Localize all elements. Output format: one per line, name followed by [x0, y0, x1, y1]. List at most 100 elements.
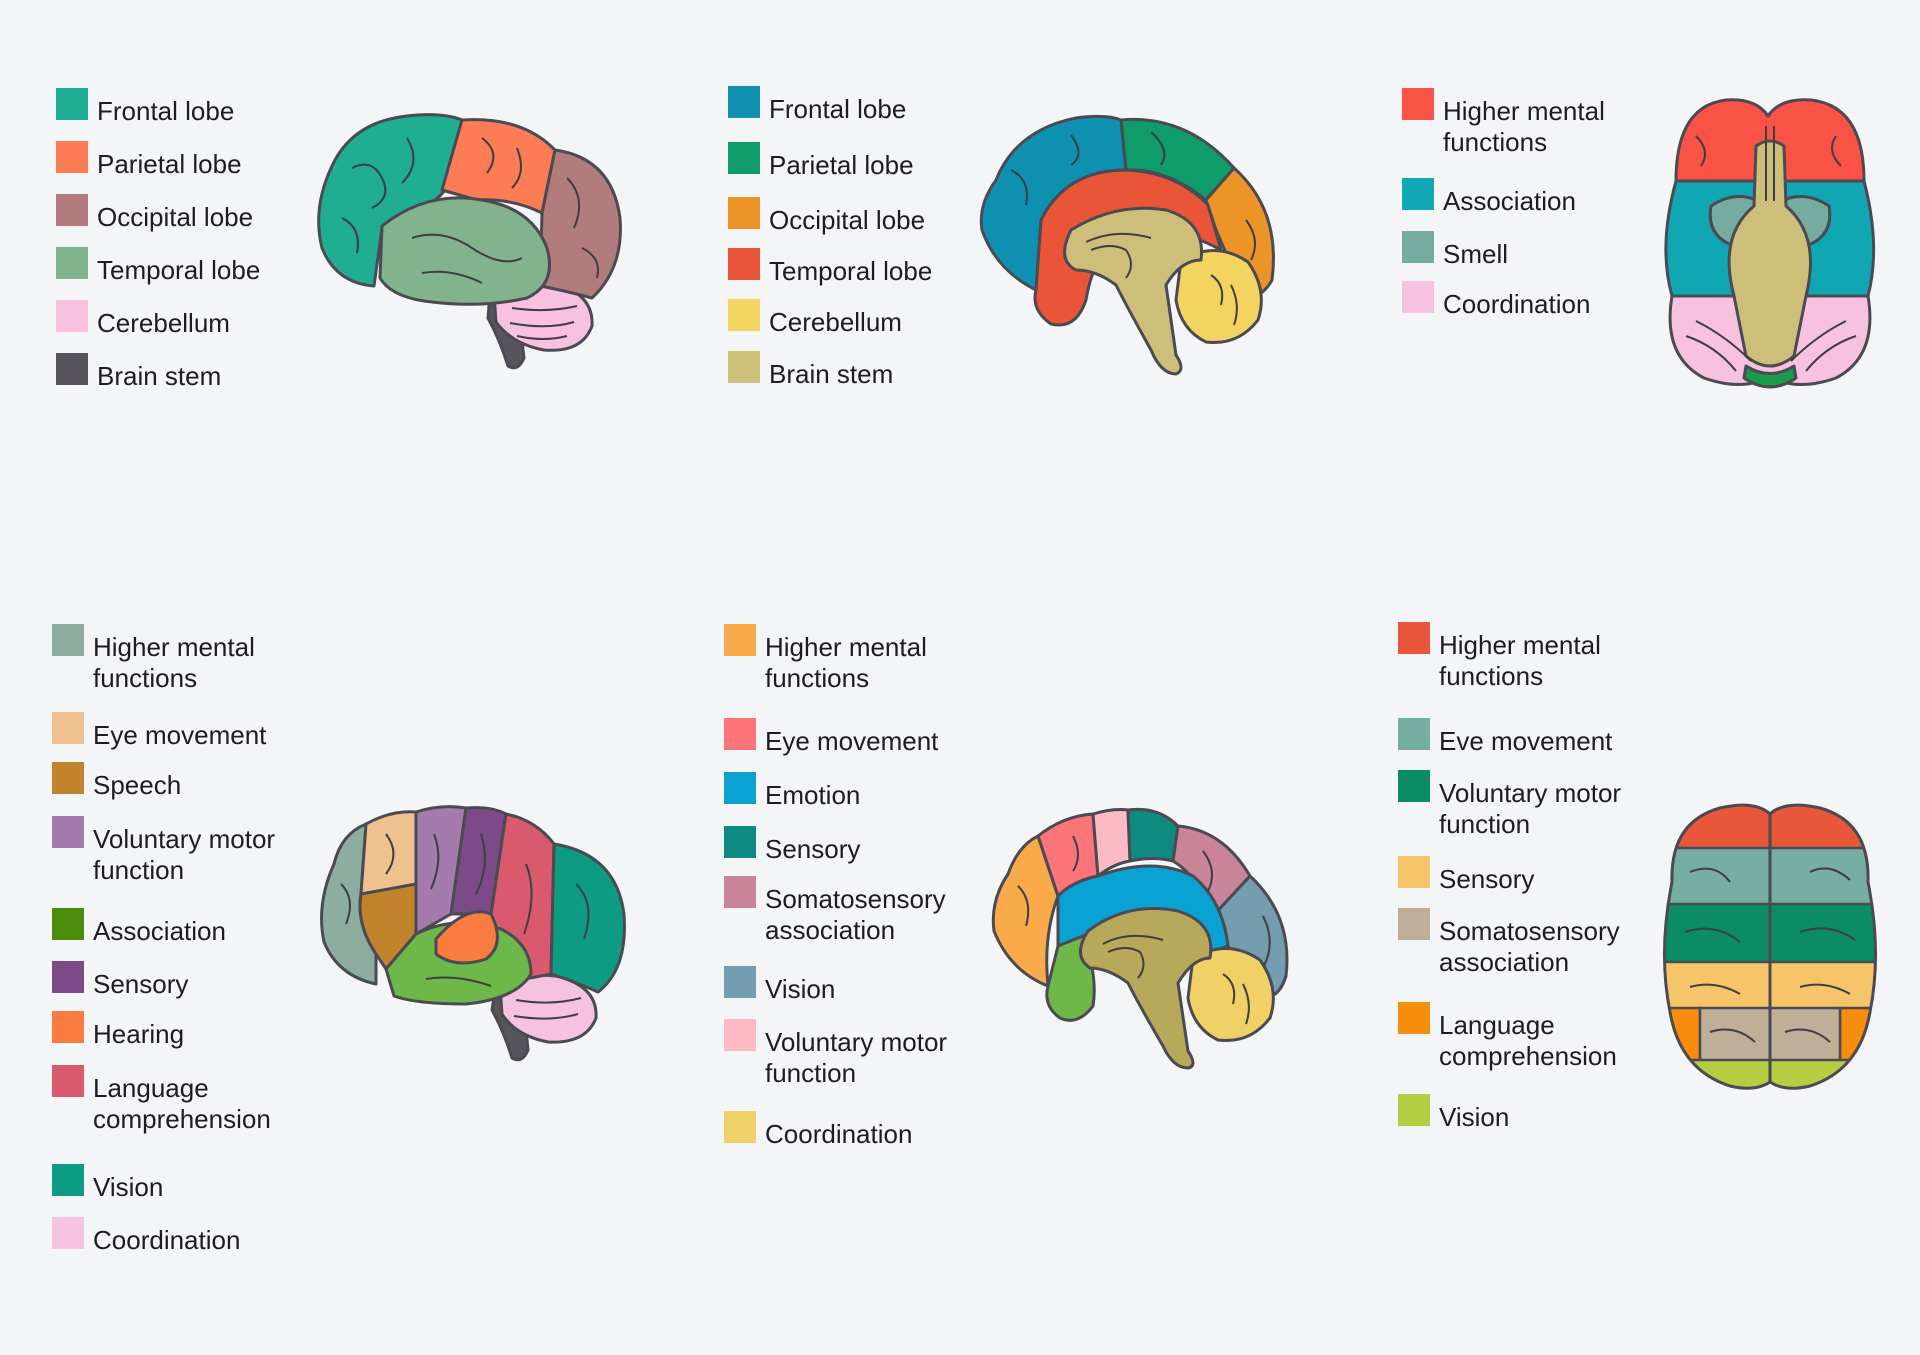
legend-label: Vision — [93, 1172, 164, 1202]
legend-item: Coordination — [724, 1111, 964, 1150]
legend-swatch — [56, 88, 88, 120]
legend-label: Cerebellum — [769, 307, 902, 337]
legend-label: Association — [93, 916, 226, 946]
legend-label: Eye movement — [93, 720, 267, 750]
legend-swatch — [52, 762, 84, 794]
legend-swatch — [52, 1065, 84, 1097]
legend-item: Coordination — [52, 1217, 292, 1256]
legend-label: Vision — [765, 974, 836, 1004]
legend-item: Higher mental functions — [52, 624, 292, 694]
legend-swatch — [728, 142, 760, 174]
legend-swatch — [724, 826, 756, 858]
legend-item: Voluntary motor function — [724, 1019, 964, 1089]
legend-label: Temporal lobe — [769, 256, 933, 286]
legend-item: Cerebellum — [728, 299, 968, 338]
legend-swatch — [724, 624, 756, 656]
brain-lateral-functions-illustration — [320, 805, 626, 1062]
legend-label: Somatosensory association — [765, 884, 946, 945]
legend-swatch — [1402, 88, 1434, 120]
legend-label: Language comprehension — [1439, 1010, 1617, 1071]
legend-swatch — [1402, 281, 1434, 313]
legend-swatch — [724, 1111, 756, 1143]
legend-swatch — [1398, 856, 1430, 888]
legend-item: Eve movement — [1398, 718, 1638, 757]
legend-item: Language comprehension — [1398, 1002, 1638, 1072]
legend-swatch — [1398, 718, 1430, 750]
legend-item: Somatosensory association — [724, 876, 964, 946]
legend-item: Cerebellum — [56, 300, 296, 339]
legend-swatch — [52, 961, 84, 993]
brain-stem — [1727, 139, 1812, 368]
legend-label: Occipital lobe — [97, 202, 254, 232]
legend-swatch — [728, 86, 760, 118]
legend-item: Eye movement — [724, 718, 964, 757]
legend-label: Brain stem — [769, 359, 894, 389]
legend-label: Emotion — [765, 780, 861, 810]
legend-item: Voluntary motor function — [1398, 770, 1638, 840]
legend-item: Higher mental functions — [1402, 88, 1642, 158]
legend-item: Vision — [1398, 1094, 1638, 1133]
legend-swatch — [1398, 908, 1430, 940]
legend-swatch — [728, 299, 760, 331]
legend-item: Emotion — [724, 772, 964, 811]
legend-item: Vision — [724, 966, 964, 1005]
legend-swatch — [724, 718, 756, 750]
legend-label: Vision — [1439, 1102, 1510, 1132]
legend-label: Parietal lobe — [769, 150, 914, 180]
occipital-lobe — [538, 148, 622, 300]
legend-item: Vision — [52, 1164, 292, 1203]
legend-swatch — [1398, 770, 1430, 802]
legend-swatch — [1398, 622, 1430, 654]
legend-label: Temporal lobe — [97, 255, 261, 285]
legend-label: Voluntary motor function — [765, 1027, 948, 1088]
legend-label: Frontal lobe — [97, 96, 235, 126]
legend-swatch — [1402, 178, 1434, 210]
legend-swatch — [724, 876, 756, 908]
legend-item: Higher mental functions — [1398, 622, 1638, 692]
legend-item: Speech — [52, 762, 292, 801]
legend-item: Association — [1402, 178, 1642, 217]
brain-inferior-illustration — [1664, 98, 1876, 389]
legend-item: Sensory — [1398, 856, 1638, 895]
legend-label: Cerebellum — [97, 308, 230, 338]
legend-label: Coordination — [765, 1119, 913, 1149]
legend-label: Sensory — [765, 834, 861, 864]
legend-item: Occipital lobe — [728, 197, 968, 236]
legend-label: Coordination — [93, 1225, 241, 1255]
legend-swatch — [52, 1164, 84, 1196]
legend-item: Somatosensory association — [1398, 908, 1638, 978]
legend-label: Smell — [1443, 239, 1509, 269]
legend-item: Parietal lobe — [728, 142, 968, 181]
brain-medial-functions-illustration — [991, 807, 1289, 1070]
legend-swatch — [52, 1011, 84, 1043]
legend-label: Occipital lobe — [769, 205, 926, 235]
legend-item: Smell — [1402, 231, 1642, 270]
legend-item: Higher mental functions — [724, 624, 964, 694]
legend-item: Hearing — [52, 1011, 292, 1050]
legend-item: Eye movement — [52, 712, 292, 751]
legend-item: Occipital lobe — [56, 194, 296, 233]
legend-swatch — [724, 1019, 756, 1051]
legend-item: Frontal lobe — [728, 86, 968, 125]
legend-swatch — [52, 712, 84, 744]
legend-item: Brain stem — [728, 351, 968, 390]
legend-item: Temporal lobe — [728, 248, 968, 287]
legend-item: Temporal lobe — [56, 247, 296, 286]
legend-swatch — [56, 141, 88, 173]
region-hearing — [434, 910, 499, 965]
legend-swatch — [728, 248, 760, 280]
legend-swatch — [728, 197, 760, 229]
legend-swatch — [52, 908, 84, 940]
region-sensory — [1126, 807, 1180, 863]
legend-label: Voluntary motor function — [93, 824, 276, 885]
legend-swatch — [724, 966, 756, 998]
legend-item: Brain stem — [56, 353, 296, 392]
legend-swatch — [1398, 1094, 1430, 1126]
legend-swatch — [728, 351, 760, 383]
legend-label: Eye movement — [765, 726, 939, 756]
region-voluntary-motor-function — [414, 805, 468, 936]
legend-swatch — [56, 194, 88, 226]
brain-superior-illustration — [1663, 803, 1877, 1090]
brain-lateral-lobes-illustration — [317, 113, 622, 370]
legend-label: Higher mental functions — [1443, 96, 1605, 157]
